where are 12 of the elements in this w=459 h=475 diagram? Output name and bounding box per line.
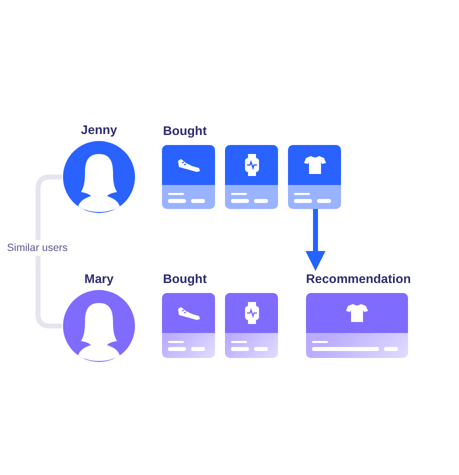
product-card [162, 293, 215, 358]
user-name: Jenny [80, 122, 118, 138]
user-name: Mary [84, 271, 114, 287]
connector-line [36, 174, 62, 328]
section-heading: Bought [163, 271, 207, 287]
product-card [162, 145, 215, 209]
product-card [225, 145, 278, 209]
card-heading: Recommendation [306, 271, 411, 287]
section-heading: Bought [163, 123, 207, 139]
arrow [306, 209, 326, 271]
product-card [288, 145, 341, 209]
product-card [225, 293, 278, 358]
